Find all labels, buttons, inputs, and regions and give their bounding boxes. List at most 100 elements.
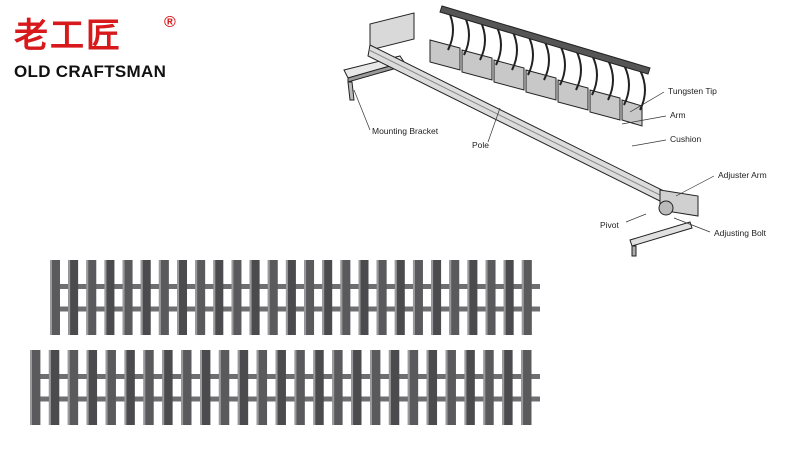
blade-edge	[48, 350, 51, 425]
blade-edge	[412, 260, 415, 335]
blade	[68, 260, 79, 335]
blade-edge	[340, 260, 343, 335]
label-cushion: Cushion	[670, 134, 701, 144]
blade-edge	[177, 260, 180, 335]
blade	[388, 350, 400, 425]
blade-edge	[67, 350, 70, 425]
blade-edge	[249, 260, 252, 335]
blade	[464, 350, 475, 425]
blade	[86, 260, 97, 335]
blade-edge	[358, 260, 361, 335]
blade	[158, 260, 169, 335]
blade-edge	[322, 260, 325, 335]
blade-edge	[388, 350, 391, 425]
blade	[256, 350, 268, 425]
label-pole: Pole	[472, 140, 489, 150]
blade	[502, 350, 513, 425]
cushion-blocks	[429, 39, 643, 127]
blade	[140, 260, 151, 335]
blade	[104, 260, 115, 335]
blade-edge	[313, 350, 316, 425]
blade	[285, 260, 296, 335]
blade	[237, 350, 249, 425]
label-adjuster-arm: Adjuster Arm	[718, 170, 767, 180]
blade	[521, 350, 532, 425]
blade	[445, 350, 456, 425]
blade-edge	[195, 260, 198, 335]
blade	[124, 350, 135, 425]
leader-lines	[353, 89, 715, 233]
registered-mark: ®	[164, 14, 176, 31]
blade-edge	[351, 350, 354, 425]
blade	[370, 350, 381, 425]
blade	[213, 260, 224, 335]
blade	[67, 350, 79, 425]
blade-edge	[231, 260, 234, 335]
blade-edge	[275, 350, 278, 425]
blade	[467, 260, 478, 335]
blade	[394, 260, 405, 335]
blade	[195, 260, 206, 335]
blade	[332, 350, 343, 425]
blade-edge	[158, 260, 161, 335]
blade-edge	[407, 350, 410, 425]
blade	[376, 260, 387, 335]
blade	[407, 350, 419, 425]
blade-edge	[376, 260, 379, 335]
brand-logo: 老工匠 ® OLD CRAFTSMAN	[14, 14, 194, 96]
brand-name-cn: 老工匠	[14, 16, 122, 56]
blade	[181, 350, 192, 425]
blade-row	[50, 260, 540, 335]
blade	[449, 260, 460, 335]
product-photo	[30, 260, 540, 425]
blade-edge	[86, 260, 89, 335]
cleaner-assembly-diagram: Tungsten Tip Arm Cushion Adjuster Arm Mo…	[343, 5, 767, 257]
blade	[122, 260, 133, 335]
blade-edge	[370, 350, 372, 425]
blade-edge	[86, 350, 89, 425]
blade-edge	[445, 350, 448, 425]
blade	[162, 350, 173, 425]
blade	[503, 260, 514, 335]
blade-edge	[521, 350, 524, 425]
blade-edge	[140, 260, 143, 335]
brand-name-en: OLD CRAFTSMAN	[14, 62, 167, 81]
blade-edge	[105, 350, 108, 425]
blade-edge	[483, 350, 486, 425]
blade-edge	[104, 260, 107, 335]
blade-edge	[304, 260, 307, 335]
blade-edge	[431, 260, 434, 335]
blade-edge	[181, 350, 184, 425]
blade-edge	[294, 350, 297, 425]
blade	[485, 260, 496, 335]
blade-edge	[256, 350, 259, 425]
blade-edge	[218, 350, 221, 425]
blade-edge	[467, 260, 470, 335]
blade	[521, 260, 532, 335]
blade-edge	[426, 350, 429, 425]
blade-edge	[200, 350, 202, 425]
blade	[48, 350, 60, 425]
label-mounting-bracket: Mounting Bracket	[372, 126, 439, 136]
label-adjusting-bolt: Adjusting Bolt	[714, 228, 767, 238]
blade	[340, 260, 351, 335]
blade	[30, 350, 41, 425]
label-arm: Arm	[670, 110, 686, 120]
blade-edge	[213, 260, 216, 335]
blade-edge	[502, 350, 505, 425]
blade	[249, 260, 260, 335]
blade	[86, 350, 98, 425]
blade	[313, 350, 324, 425]
blade	[143, 350, 154, 425]
blade	[322, 260, 333, 335]
blade-edge	[237, 350, 240, 425]
blade	[200, 350, 211, 425]
blade-edge	[503, 260, 506, 335]
adjuster-arm	[629, 189, 699, 257]
blade-edge	[122, 260, 125, 335]
blade	[275, 350, 286, 425]
label-tungsten-tip: Tungsten Tip	[668, 86, 717, 96]
blade	[294, 350, 305, 425]
blade-edge	[124, 350, 127, 425]
blade-edge	[332, 350, 335, 425]
